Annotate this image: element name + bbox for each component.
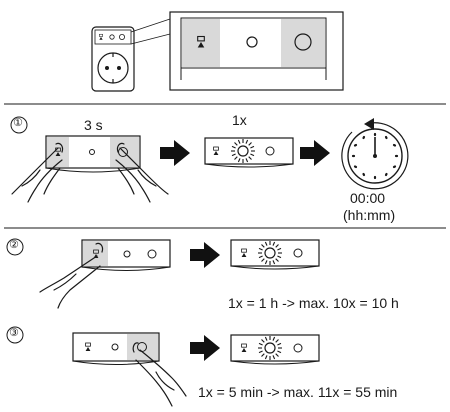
step-number-circle — [10, 116, 28, 134]
step1-device — [45, 135, 141, 173]
step3-number: ③ — [9, 327, 19, 339]
step2-rule: 1x = 1 h -> max. 10x = 10 h — [228, 295, 399, 311]
step2-device — [81, 239, 171, 271]
step3-result-device — [230, 334, 320, 365]
arrow-right-icon — [190, 242, 220, 268]
zoomed-control-panel — [169, 11, 344, 91]
arrow-right-icon — [300, 140, 330, 166]
reset-time: 00:00 — [350, 190, 386, 206]
hand-icon — [132, 342, 187, 407]
arrow-right-icon — [160, 140, 190, 166]
step1-number: ① — [13, 117, 23, 129]
hand-icon — [115, 142, 169, 203]
plug-adapter — [91, 26, 135, 92]
hand-icon — [11, 142, 64, 203]
step1-press-count: 1x — [232, 112, 247, 128]
clock-icon — [341, 118, 409, 190]
step3-device — [72, 332, 160, 365]
step2-result-device — [230, 239, 320, 270]
hand-icon — [39, 242, 104, 309]
button-circle-icon — [246, 36, 258, 48]
step1-duration: 3 s — [84, 117, 103, 133]
step2-number: ② — [9, 239, 19, 251]
arrow-right-icon — [190, 335, 220, 361]
button-circle-icon — [294, 33, 312, 51]
step-number-circle — [6, 326, 24, 344]
reset-unit: (hh:mm) — [343, 207, 396, 223]
step3-rule: 1x = 5 min -> max. 11x = 55 min — [198, 384, 398, 400]
step-number-circle — [6, 238, 24, 256]
step1-result-device — [204, 137, 294, 168]
